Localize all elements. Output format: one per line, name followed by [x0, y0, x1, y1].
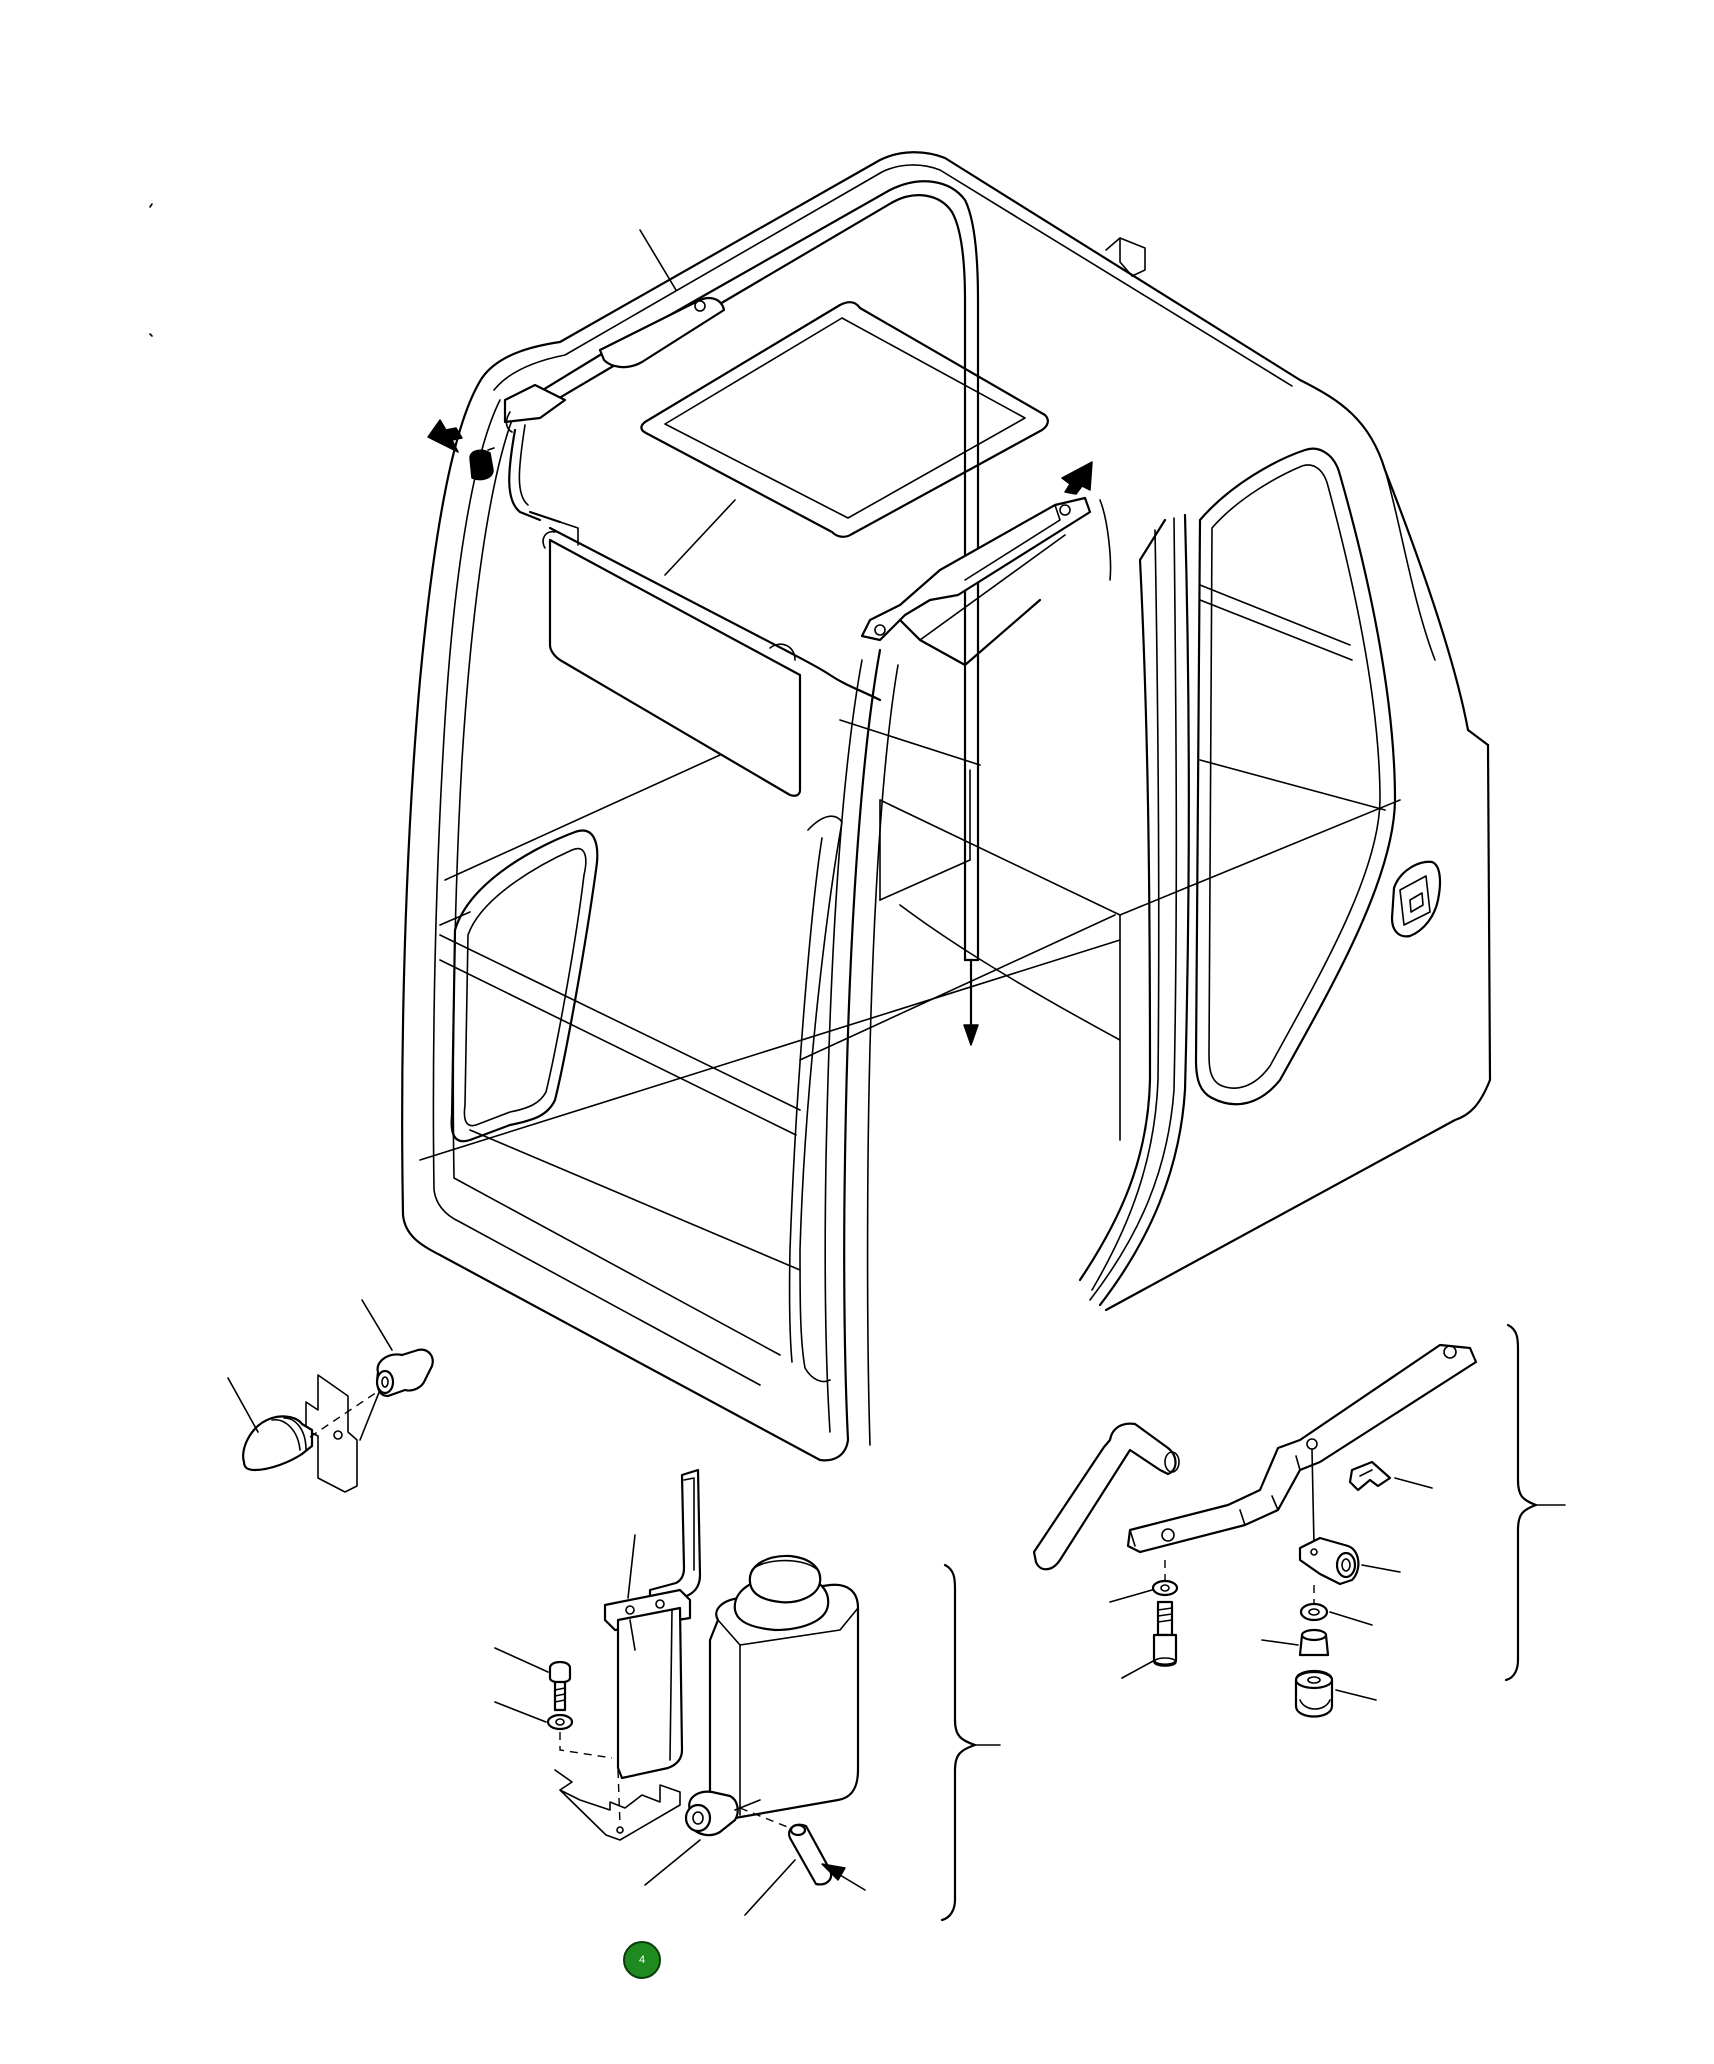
door-latch-plate [469, 447, 495, 481]
rail-arrow [963, 958, 979, 1046]
callout-arrows [427, 419, 1093, 495]
washer-hose [739, 1807, 866, 1916]
nut [1261, 1585, 1373, 1657]
handrail-leader [639, 229, 677, 291]
sun-visor [528, 499, 882, 797]
handrail [503, 180, 980, 962]
stay-group-brace [1504, 1323, 1566, 1682]
mounting-washer [494, 1701, 681, 1841]
tank-group-brace [940, 1563, 1001, 1922]
roof-bracket [860, 496, 1092, 667]
stray-marks [149, 203, 153, 337]
door-stay-bracket [1126, 1343, 1478, 1554]
rubber-mount [1294, 1669, 1377, 1718]
rubber-stopper [227, 1374, 358, 1493]
washer-tank [708, 1554, 860, 1820]
operator-cab [401, 151, 1492, 1462]
bushing [1298, 1536, 1401, 1586]
washer-tank-bracket [603, 1468, 702, 1780]
roof-window [640, 301, 1049, 538]
washer-pump [644, 1790, 761, 1886]
clip [1348, 1460, 1433, 1492]
mounting-bolt [494, 1647, 572, 1712]
stopper-bushing [309, 1299, 434, 1441]
cap-bolt [1109, 1560, 1179, 1679]
stay-rod [1032, 1422, 1180, 1571]
page-number-badge[interactable]: 4 [623, 1941, 661, 1979]
